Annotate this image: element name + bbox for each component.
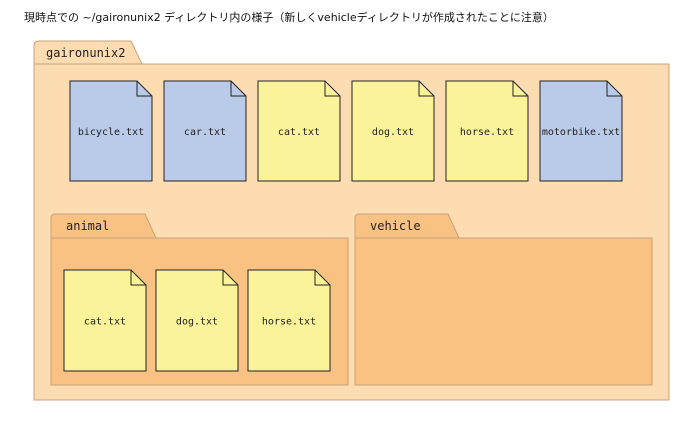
file-body — [247, 269, 331, 372]
file-body — [163, 80, 247, 182]
file-fold-corner — [512, 81, 528, 97]
file-icon[interactable]: dog.txt — [351, 80, 435, 182]
file-body — [155, 269, 239, 372]
animal-file-list: cat.txt dog.txt horse.txt — [63, 269, 331, 372]
file-name: cat.txt — [278, 127, 320, 138]
file-icon[interactable]: cat.txt — [257, 80, 341, 182]
file-icon[interactable]: dog.txt — [155, 269, 239, 372]
folder-tab — [50, 213, 157, 239]
folder-label: gaironunix2 — [46, 46, 125, 60]
file-name: horse.txt — [460, 127, 514, 138]
file-name: bicycle.txt — [78, 127, 144, 138]
folder-tab — [354, 213, 460, 239]
file-body — [351, 80, 435, 182]
file-name: cat.txt — [84, 317, 126, 328]
file-name: dog.txt — [176, 317, 218, 328]
file-icon[interactable]: motorbike.txt — [539, 80, 623, 182]
root-file-list: bicycle.txt car.txt cat.txt dog.txt horse.tx… — [69, 80, 623, 182]
file-body — [257, 80, 341, 182]
file-body — [63, 269, 147, 372]
folder-body — [354, 237, 653, 386]
file-fold-corner — [230, 81, 246, 97]
file-icon[interactable]: horse.txt — [445, 80, 529, 182]
file-fold-corner — [136, 81, 152, 97]
file-body — [445, 80, 529, 182]
diagram-caption: 現時点での ~/gaironunix2 ディレクトリ内の様子（新しくvehicl… — [24, 11, 554, 24]
file-fold-corner — [418, 81, 434, 97]
file-fold-corner — [324, 81, 340, 97]
file-icon[interactable]: cat.txt — [63, 269, 147, 372]
file-icon[interactable]: car.txt — [163, 80, 247, 182]
file-body — [69, 80, 153, 182]
file-fold-corner — [314, 270, 330, 286]
file-icon[interactable]: horse.txt — [247, 269, 331, 372]
folder-label: animal — [66, 219, 109, 233]
file-name: horse.txt — [262, 317, 316, 328]
file-fold-corner — [222, 270, 238, 286]
folder-tab — [33, 40, 143, 65]
file-name: dog.txt — [372, 127, 414, 138]
file-fold-corner — [130, 270, 146, 286]
file-name: car.txt — [184, 127, 226, 138]
file-fold-corner — [606, 81, 622, 97]
file-icon[interactable]: bicycle.txt — [69, 80, 153, 182]
file-name: motorbike.txt — [542, 127, 620, 138]
file-body — [539, 80, 623, 182]
folder-vehicle[interactable]: vehicle — [354, 213, 653, 386]
folder-label: vehicle — [370, 219, 421, 233]
